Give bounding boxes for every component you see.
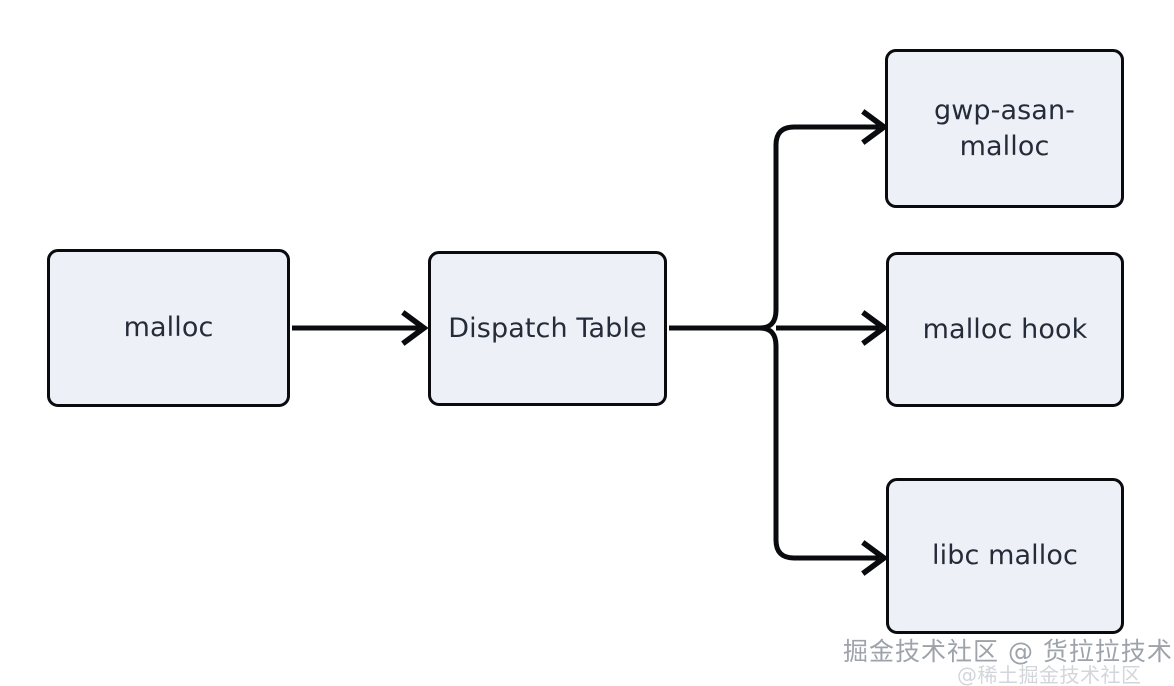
- node-libc-malloc[interactable]: libc malloc: [886, 478, 1124, 634]
- edge-dispatch-to-gwp: [759, 124, 879, 331]
- arrowhead-hook: [861, 310, 889, 346]
- arrowhead-gwp: [861, 109, 889, 145]
- arrowhead-dispatch: [401, 310, 429, 346]
- edge-dispatch-to-libc: [759, 325, 879, 561]
- watermark-primary: 掘金技术社区 @ 货拉拉技术: [843, 637, 1173, 666]
- watermark-secondary: @稀土掘金技术社区: [957, 663, 1142, 686]
- arrowhead-libc: [861, 540, 889, 576]
- node-malloc-hook[interactable]: malloc hook: [886, 252, 1124, 407]
- node-dispatch-table[interactable]: Dispatch Table: [428, 251, 667, 406]
- node-malloc[interactable]: malloc: [47, 249, 290, 407]
- node-gwp-asan-malloc[interactable]: gwp-asan- malloc: [885, 49, 1124, 208]
